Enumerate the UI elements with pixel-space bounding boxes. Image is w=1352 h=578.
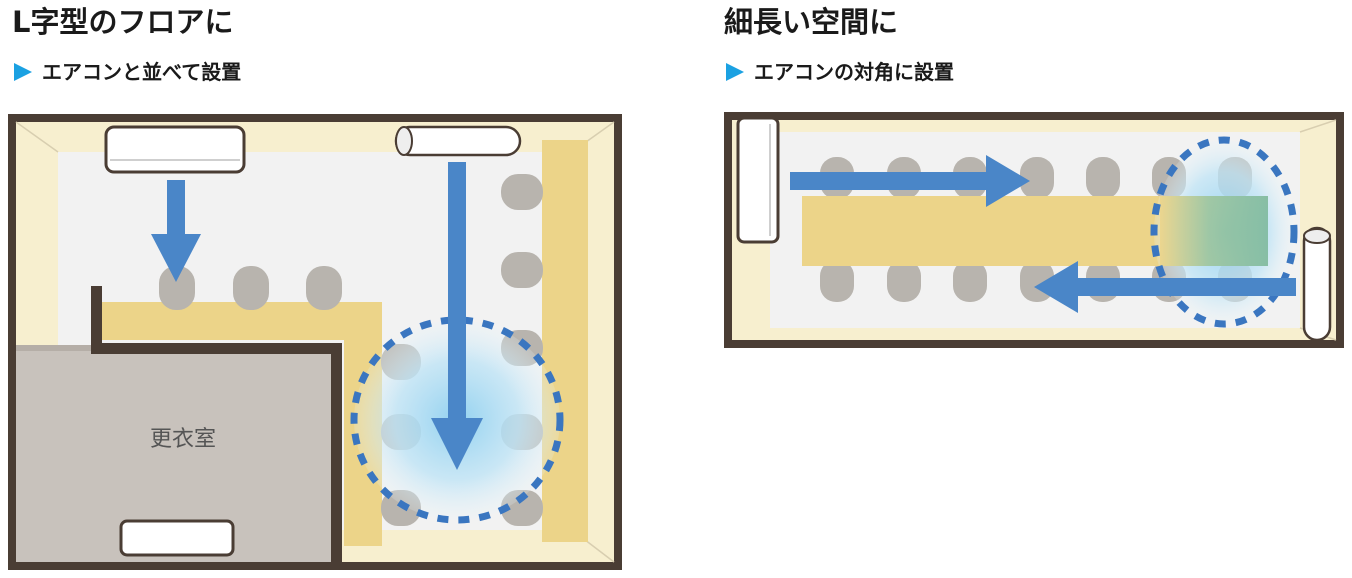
left-subtitle-row: エアコンと並べて設置 xyxy=(14,62,241,82)
airflow-arrow-icon xyxy=(151,180,201,282)
right-subtitle-row: エアコンの対角に設置 xyxy=(726,62,954,82)
changing-room-aircon xyxy=(119,519,235,557)
cool-air-dotted-boundary xyxy=(350,316,564,524)
changing-room-label: 更衣室 xyxy=(150,427,216,452)
wall-aircon xyxy=(736,116,780,244)
air-circulator xyxy=(1302,226,1332,342)
airflow-arrow-icon xyxy=(431,162,483,470)
left-title: L字型のフロアに xyxy=(12,5,234,39)
play-triangle-icon xyxy=(14,63,32,81)
changing-room-wall xyxy=(91,343,342,354)
right-title: 細長い空間に xyxy=(724,5,899,39)
right-subtitle: エアコンの対角に設置 xyxy=(754,60,954,84)
table-horizontal xyxy=(100,302,382,340)
table-right xyxy=(542,140,588,542)
airflow-arrow-icon xyxy=(1034,261,1296,313)
changing-room-wall xyxy=(331,343,342,565)
left-subtitle: エアコンと並べて設置 xyxy=(42,60,242,84)
play-triangle-icon xyxy=(726,63,744,81)
cool-air-dotted-boundary xyxy=(1150,136,1298,328)
changing-room-wall xyxy=(91,286,102,354)
l-shaped-floor-diagram: 更衣室 xyxy=(8,114,622,570)
chair-row-top xyxy=(159,266,342,310)
airflow-arrow-icon xyxy=(790,155,1030,207)
